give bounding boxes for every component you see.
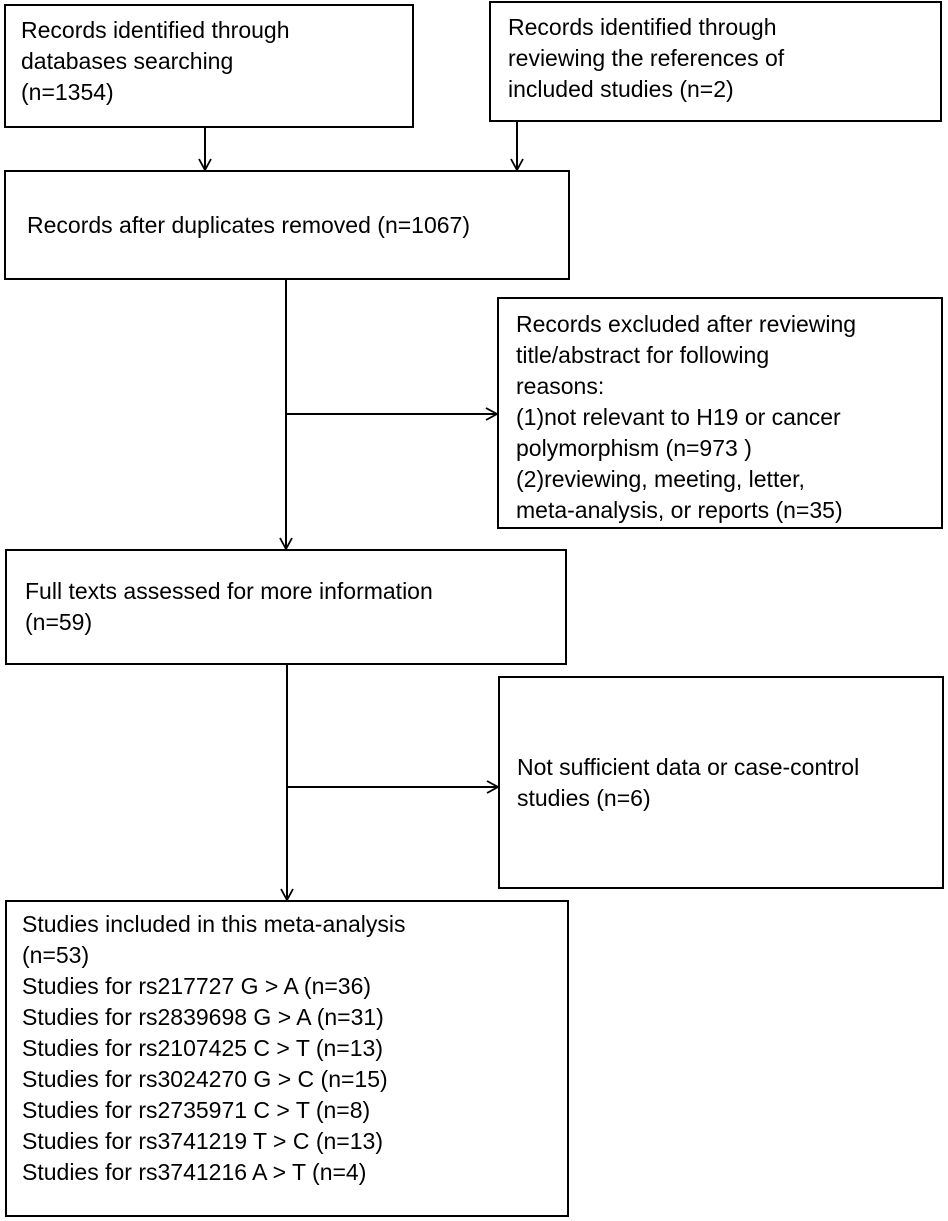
box-text-line: Records identified through (508, 14, 777, 40)
box-text-line: Studies for rs3741216 A > T (n=4) (22, 1159, 367, 1185)
box-studies-included: Studies included in this meta-analysis (… (5, 900, 569, 1217)
box-text-line: studies (n=6) (517, 785, 651, 811)
box-text-line: Records excluded after reviewing (516, 311, 857, 337)
box-text-line: (n=59) (25, 609, 93, 635)
box-text-line: meta-analysis, or reports (n=35) (516, 497, 843, 523)
box-text-line: databases searching (21, 48, 234, 74)
box-text-line: reviewing the references of (508, 45, 785, 71)
box-text-line: Studies for rs3024270 G > C (n=15) (22, 1066, 388, 1092)
box-text-line: Studies for rs2735971 C > T (n=8) (22, 1097, 371, 1123)
box-text-line: (2)reviewing, meeting, letter, (516, 466, 805, 492)
box-text-line: Full texts assessed for more information (25, 578, 433, 604)
box-text-line: Records identified through (21, 17, 290, 43)
box-text-line: included studies (n=2) (508, 76, 734, 102)
box-full-texts-assessed: Full texts assessed for more information… (5, 549, 567, 665)
box-text-line: polymorphism (n=973 ) (516, 435, 752, 461)
box-text-line: Studies for rs2107425 C > T (n=13) (22, 1035, 383, 1061)
box-records-after-duplicates: Records after duplicates removed (n=1067… (4, 170, 570, 280)
box-text-line: Studies for rs2839698 G > A (n=31) (22, 1004, 384, 1030)
box-text-line: reasons: (516, 373, 605, 399)
box-text-line: Records after duplicates removed (n=1067… (27, 212, 470, 238)
box-text-line: title/abstract for following (516, 342, 770, 368)
box-text-line: Not sufficient data or case-control (517, 754, 860, 780)
box-text-line: Studies for rs3741219 T > C (n=13) (22, 1128, 383, 1154)
box-text-line: (n=1354) (21, 79, 114, 105)
box-records-identified-references: Records identified through reviewing the… (489, 1, 942, 122)
box-text-line: Studies for rs217727 G > A (n=36) (22, 973, 372, 999)
box-text-line: (1)not relevant to H19 or cancer (516, 404, 841, 430)
box-records-identified-databases: Records identified through databases sea… (4, 4, 414, 128)
box-excluded-insufficient-data: Not sufficient data or case-control stud… (498, 676, 944, 889)
box-records-excluded-title-abstract: Records excluded after reviewing title/a… (497, 297, 943, 529)
box-text-line: Studies included in this meta-analysis (22, 911, 406, 937)
box-text-line: (n=53) (22, 942, 90, 968)
